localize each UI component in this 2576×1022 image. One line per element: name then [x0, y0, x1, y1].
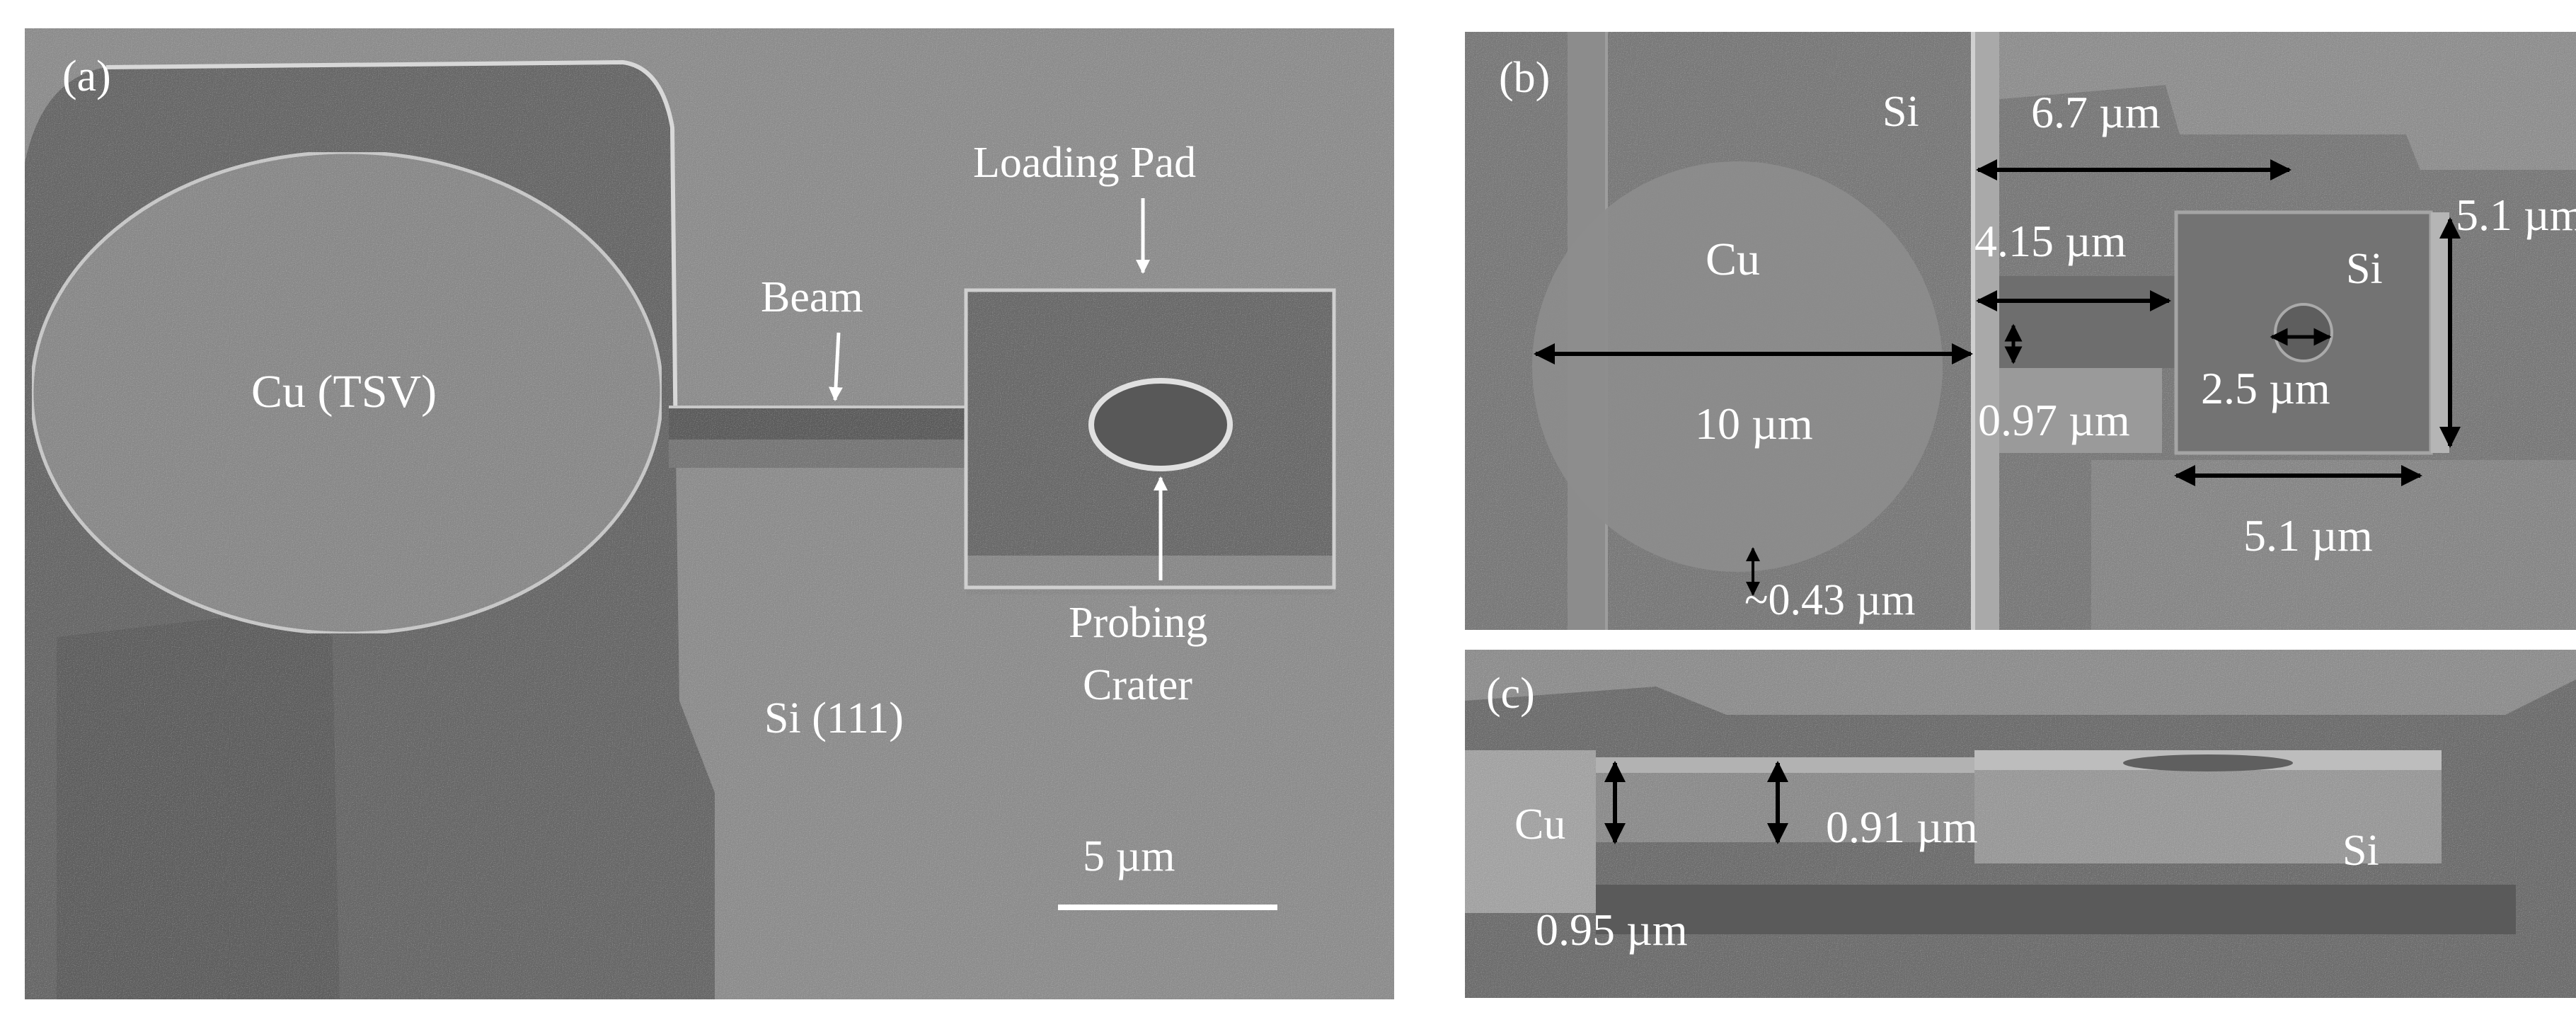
beam: [669, 407, 966, 440]
scale-bar-label: 5 µm: [1083, 832, 1175, 880]
cu-tsv-label: Cu (TSV): [251, 366, 437, 418]
si-top-label: Si: [1882, 88, 1919, 136]
dim-5-1um-bottom: 5.1 µm: [2243, 510, 2373, 561]
si-111-label: Si (111): [764, 694, 904, 742]
loading-pad-label: Loading Pad: [973, 139, 1196, 187]
beam-label: Beam: [761, 273, 863, 321]
dim-2-5um: 2.5 µm: [2201, 363, 2330, 413]
dim-4-15um: 4.15 µm: [1974, 216, 2127, 266]
dim-0-43um: ~0.43 µm: [1744, 576, 1916, 624]
pad-b-side: [2431, 212, 2449, 453]
probing-label: Probing: [1069, 599, 1207, 647]
crater-label: Crater: [1083, 661, 1192, 709]
top-ledge: [1465, 650, 2576, 715]
panel-c-tag: (c): [1486, 670, 1535, 718]
cu-block-c: [1465, 750, 1596, 913]
boundary-band: [1971, 32, 1999, 630]
upper-rough-region: [1999, 32, 2576, 170]
panel-c: (c) Cu 0.91 µm Si 0.95 µm: [1465, 650, 2576, 998]
dim-0-95um: 0.95 µm: [1536, 905, 1688, 955]
panel-b: (b) Si 6.7 µm 5.1 µm 4.15 µm Cu Si 2.5 µ…: [1465, 32, 2576, 630]
beam-shadow: [669, 440, 966, 468]
scale-bar: [1058, 905, 1277, 910]
tsv-pillar-lower: [57, 609, 340, 999]
dim-6-7um: 6.7 µm: [2031, 87, 2161, 137]
panel-b-tag: (b): [1499, 54, 1550, 102]
si-c-label: Si: [2342, 827, 2379, 875]
tsv-pillar-edge: [105, 59, 678, 454]
beam-b-under: [1999, 368, 2162, 453]
beam-arrow: [828, 332, 843, 401]
lower-rough-region: [2091, 460, 2576, 630]
si-right-label: Si: [2346, 245, 2383, 293]
loading-pad-rim: [964, 288, 1336, 590]
pad-b-hole: [2274, 303, 2333, 362]
panel-a-tag: (a): [62, 52, 111, 101]
cu-b-label: Cu: [1706, 234, 1760, 285]
pad-c-hole: [2123, 754, 2293, 771]
beam-b: [1999, 276, 2176, 368]
cu-c-label: Cu: [1514, 800, 1565, 849]
dim-5-1um-top: 5.1 µm: [2456, 190, 2576, 240]
dim-0-91um: 0.91 µm: [1826, 802, 1978, 852]
probing-crater: [1088, 378, 1233, 471]
dim-10um: 10 µm: [1695, 398, 1813, 449]
cu-disk: [30, 150, 664, 636]
dim-0-97um: 0.97 µm: [1978, 395, 2130, 445]
cu-circle: [1532, 161, 1943, 572]
bottom-trench: [1596, 885, 2516, 934]
panel-a: (a) Cu (TSV) Beam Loading Pad Probing Cr…: [25, 28, 1394, 999]
